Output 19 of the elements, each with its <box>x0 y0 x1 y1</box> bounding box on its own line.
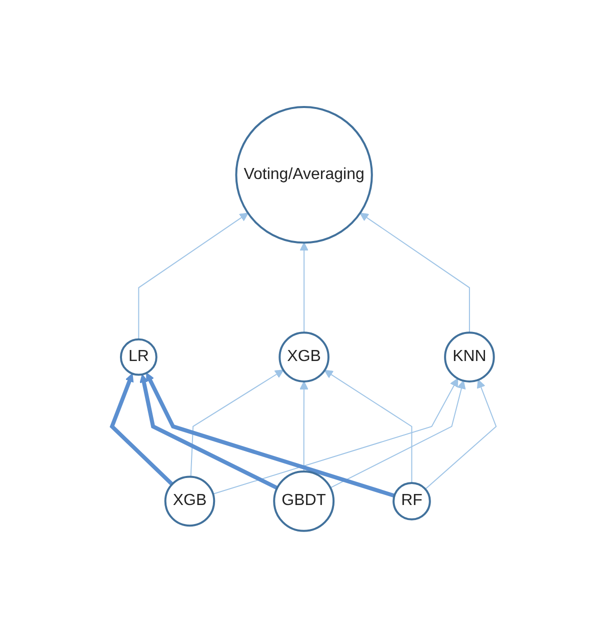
arrow <box>138 212 249 340</box>
arrow <box>324 369 413 484</box>
arrow <box>146 372 396 498</box>
arrow <box>360 212 470 333</box>
node-circle: Voting/Averaging <box>236 106 374 244</box>
arrow <box>330 380 466 488</box>
node-circle: KNN <box>444 331 496 382</box>
arrow <box>300 242 309 333</box>
node-circle: XGB <box>279 331 330 382</box>
arrow <box>140 374 279 490</box>
node-circle: LR <box>120 338 158 376</box>
node-circle: XGB <box>164 475 216 526</box>
node-circle: RF <box>393 482 432 520</box>
arrow <box>425 378 498 490</box>
arrow <box>300 380 309 472</box>
arrow <box>212 378 459 494</box>
arrow <box>190 369 284 477</box>
arrow <box>110 372 174 486</box>
node-circle: GBDT <box>274 470 335 532</box>
